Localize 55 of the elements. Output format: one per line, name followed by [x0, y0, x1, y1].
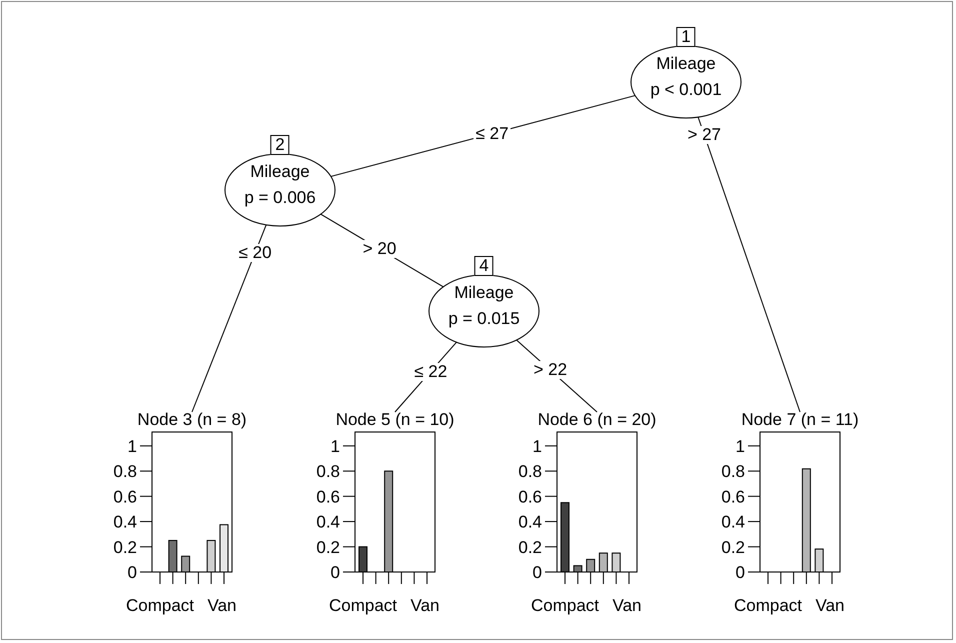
branch-line [698, 116, 800, 412]
tick-label: 1 [128, 436, 137, 456]
node-number: 1 [676, 27, 696, 47]
tick-label: 0.8 [113, 462, 137, 482]
category-label: Van [208, 596, 236, 615]
category-label: Compact [734, 596, 802, 615]
tick-label: 0 [736, 563, 745, 582]
category-label: Compact [126, 596, 194, 615]
tick-label: 1 [532, 436, 542, 456]
node-title: Node 3 (n = 8) [137, 410, 247, 430]
p-value: p = 0.015 [448, 309, 520, 329]
tick-label: 0 [532, 563, 542, 582]
tick-label: 0.2 [113, 538, 137, 557]
node-number: 4 [474, 256, 494, 276]
variable-name: Mileage [250, 162, 310, 182]
node-number: 2 [270, 135, 290, 155]
category-label: Van [612, 596, 642, 615]
variable-name: Mileage [656, 54, 716, 74]
tick-label: 0.6 [113, 487, 137, 506]
tick-label: 0.4 [316, 512, 340, 532]
tick-label: 0 [330, 563, 340, 582]
tick-label: 0.2 [518, 538, 542, 557]
tick-label: 0.8 [721, 462, 745, 482]
tick-label: 1 [736, 436, 745, 456]
category-label: Van [816, 596, 844, 615]
node-title: Node 7 (n = 11) [741, 410, 859, 430]
edge-label: > 22 [532, 361, 570, 380]
p-value: p = 0.006 [244, 188, 316, 208]
category-label: Van [410, 596, 440, 615]
edge-label: ≤ 20 [236, 244, 274, 262]
split-node [629, 27, 743, 120]
category-label: Compact [530, 596, 600, 615]
p-value: p < 0.001 [650, 80, 722, 100]
tick-label: 0.4 [721, 512, 745, 532]
tick-label: 0.6 [518, 487, 542, 506]
tick-label: 0.4 [518, 512, 542, 532]
tick-label: 1 [330, 436, 340, 456]
tick-label: 0.8 [316, 462, 340, 482]
edge-label: > 27 [685, 126, 724, 144]
node-title: Node 5 (n = 10) [336, 410, 454, 430]
branch-line [192, 224, 267, 412]
tick-label: 0.2 [316, 538, 340, 557]
node-title: Node 6 (n = 20) [538, 410, 656, 430]
split-node [427, 256, 541, 349]
tick-label: 0.2 [721, 538, 745, 557]
tick-label: 0.6 [721, 487, 745, 506]
tick-label: 0.4 [113, 512, 137, 532]
tick-label: 0 [128, 563, 137, 582]
edge-label: ≤ 22 [412, 362, 450, 380]
edge-label: > 20 [360, 240, 398, 258]
split-node [223, 135, 337, 228]
variable-name: Mileage [454, 283, 514, 303]
tick-label: 0.6 [316, 487, 340, 506]
tick-label: 0.8 [518, 462, 542, 482]
category-label: Compact [328, 596, 398, 615]
